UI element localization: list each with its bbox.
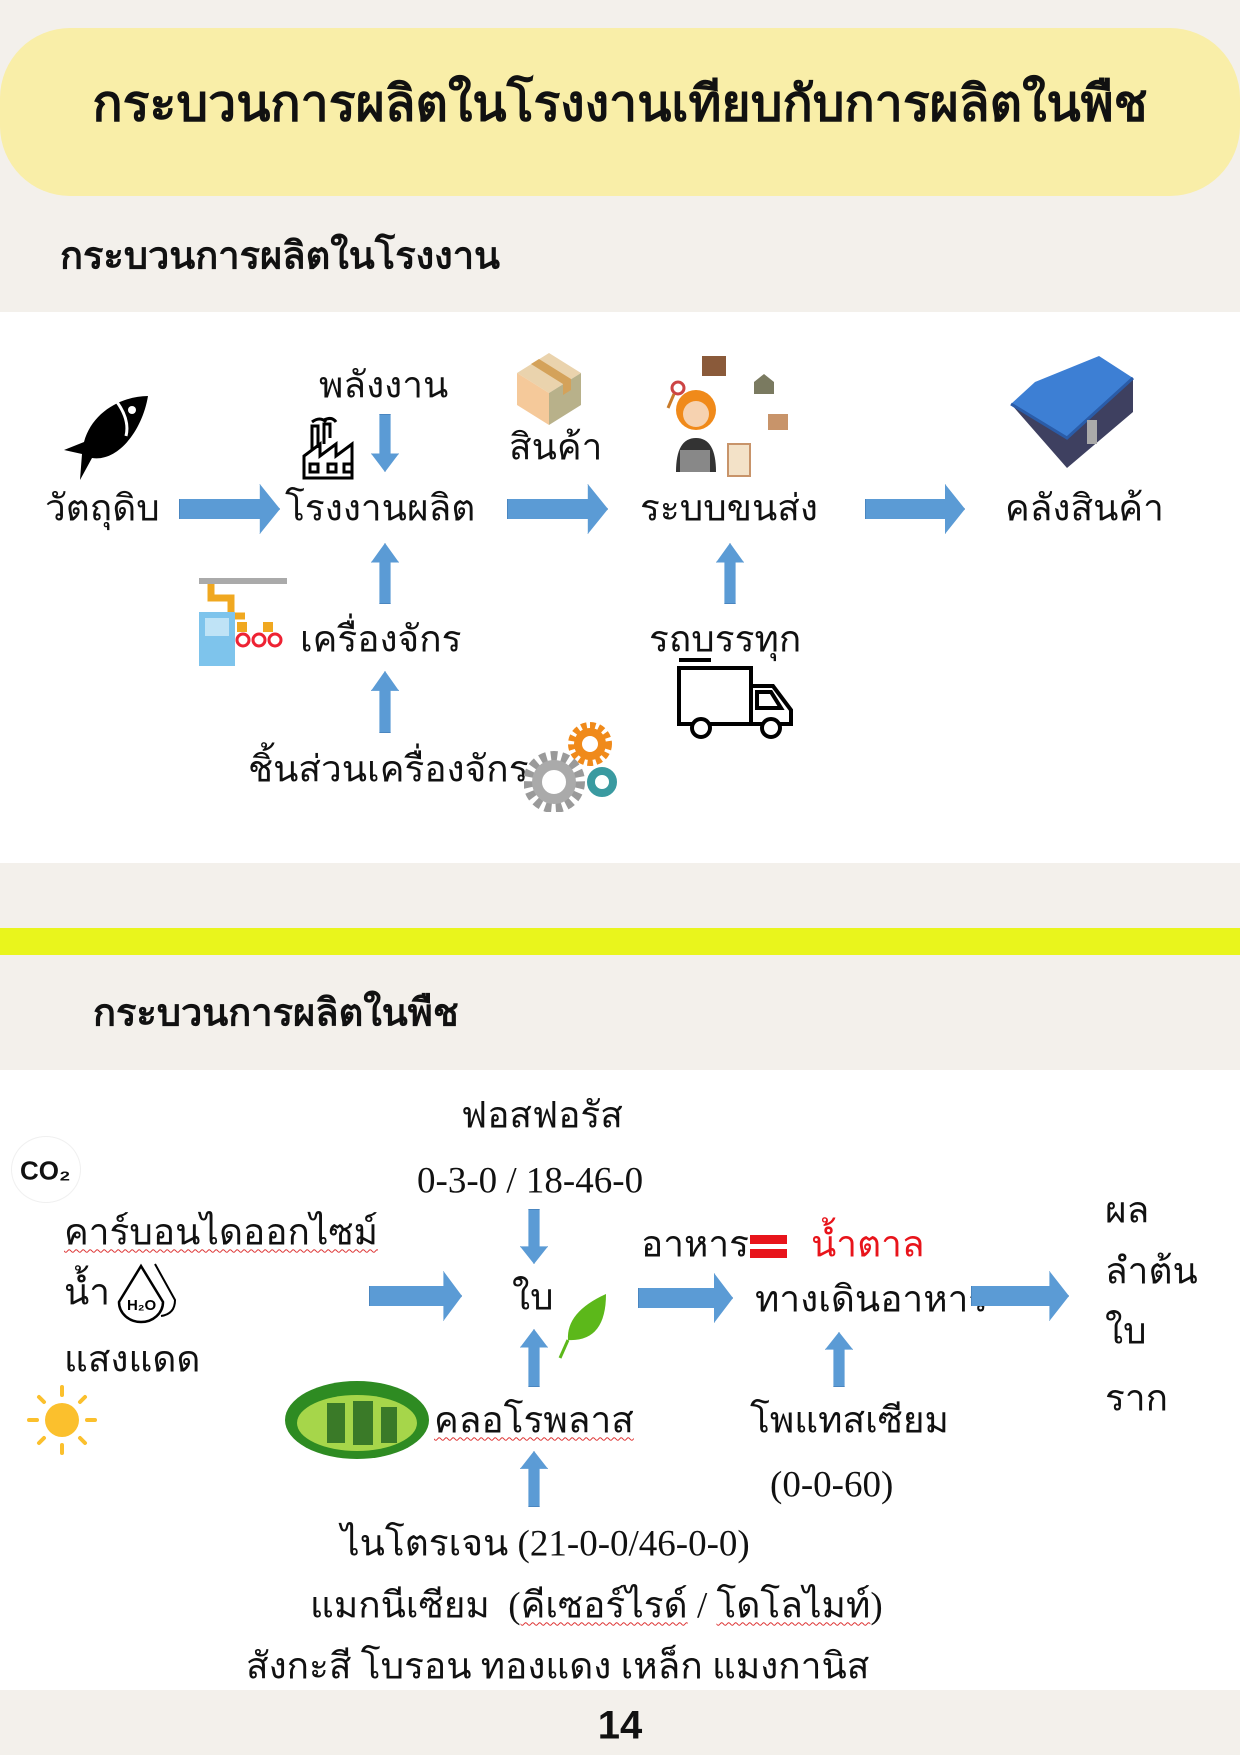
arrow-up (520, 1329, 548, 1387)
energy-label: พลังงาน (319, 365, 449, 407)
highlight-band (0, 928, 1240, 955)
leaf-icon (558, 1294, 606, 1359)
title-banner: กระบวนการผลิตในโรงงานเทียบกับการผลิตในพื… (0, 28, 1240, 196)
raw-material-label: วัตถุดิบ (45, 488, 160, 530)
arrow-down (520, 1209, 548, 1264)
factory-icon (302, 416, 354, 480)
plant-heading-bg (0, 955, 1240, 1070)
co2-badge-text: CO₂ (20, 1155, 71, 1186)
magnesium-label: แมกนีเซียม ( (310, 1585, 521, 1627)
slash: / (687, 1585, 717, 1627)
gears-icon (524, 722, 617, 812)
output-stem: ลำต้น (1105, 1251, 1198, 1293)
box-icon (517, 353, 581, 425)
equals-sign-bottom: = (750, 1249, 787, 1258)
arrow-right (369, 1271, 462, 1321)
arrow-up (716, 543, 744, 604)
arrow-right (179, 484, 280, 534)
close-paren: ) (870, 1585, 883, 1627)
warehouse-label: คลังสินค้า (1005, 488, 1164, 530)
arrow-up (520, 1451, 548, 1507)
page-title: กระบวนการผลิตในโรงงานเทียบกับการผลิตในพื… (92, 75, 1148, 132)
arrow-right (865, 484, 965, 534)
sugar-label: น้ำตาล (811, 1224, 925, 1266)
arrow-up (371, 671, 399, 733)
factory-label: โรงงานผลิต (285, 488, 476, 530)
phosphorus-label: ฟอสฟอรัส (461, 1095, 623, 1137)
micronutrients-label: สังกะสี โบรอน ทองแดง เหล็ก แมงกานิส (246, 1646, 870, 1688)
equals-sign-top (750, 1235, 787, 1244)
truck-label: รถบรรทุก (649, 619, 802, 661)
phosphorus-formula: 0-3-0 / 18-46-0 (417, 1160, 644, 1202)
co2-label: คาร์บอนไดออกไซม์ (64, 1212, 378, 1254)
nitrogen-label: ไนโตรเจน (21-0-0/46-0-0) (341, 1523, 750, 1565)
customer-service-icon (666, 356, 788, 477)
separator-bg (0, 863, 1240, 928)
sun-icon (27, 1385, 97, 1455)
factory-heading: กระบวนการผลิตในโรงงาน (60, 235, 501, 278)
arrow-right (507, 484, 608, 534)
fish-icon (64, 396, 148, 480)
h2o-text: H₂O (127, 1297, 156, 1314)
arrow-up (825, 1332, 853, 1387)
robot-arm-icon (199, 578, 287, 666)
arrow-down (371, 414, 399, 472)
output-fruit: ผล (1105, 1190, 1150, 1232)
water-label: น้ำ (64, 1272, 111, 1314)
logistics-label: ระบบขนส่ง (640, 488, 818, 530)
goods-label: สินค้า (509, 427, 603, 469)
arrow-up (371, 543, 399, 604)
magnesium-line: แมกนีเซียม (คีเซอร์ไรด์ / โดโลไมท์) (310, 1588, 883, 1625)
warehouse-icon (1010, 356, 1135, 468)
dolomite-label: โดโลไมท์ (716, 1585, 871, 1627)
page-number: 14 (597, 1703, 643, 1748)
arrow-right (638, 1273, 733, 1323)
phloem-label: ทางเดินอาหาร (755, 1279, 989, 1321)
sunlight-label: แสงแดด (64, 1339, 201, 1381)
leaf-label: ใบ (512, 1277, 554, 1319)
water-drops-icon: H₂O (117, 1263, 177, 1324)
footer: 14 (0, 1690, 1240, 1755)
potassium-formula: (0-0-60) (770, 1464, 894, 1506)
output-leaf: ใบ (1105, 1311, 1147, 1353)
chloroplast-label: คลอโรพลาส (434, 1400, 634, 1442)
co2-badge: CO₂ (11, 1136, 81, 1203)
truck-icon (677, 658, 793, 739)
food-label: อาหาร (641, 1224, 750, 1266)
machine-parts-label: ชิ้นส่วนเครื่องจักร (248, 749, 529, 791)
kieserite-label: คีเซอร์ไรด์ (520, 1585, 688, 1627)
chloroplast-icon (285, 1381, 429, 1459)
output-root: ราก (1105, 1378, 1169, 1420)
potassium-label: โพแทสเซียม (750, 1400, 949, 1442)
plant-heading: กระบวนการผลิตในพืช (93, 992, 459, 1035)
machinery-label: เครื่องจักร (300, 619, 462, 661)
